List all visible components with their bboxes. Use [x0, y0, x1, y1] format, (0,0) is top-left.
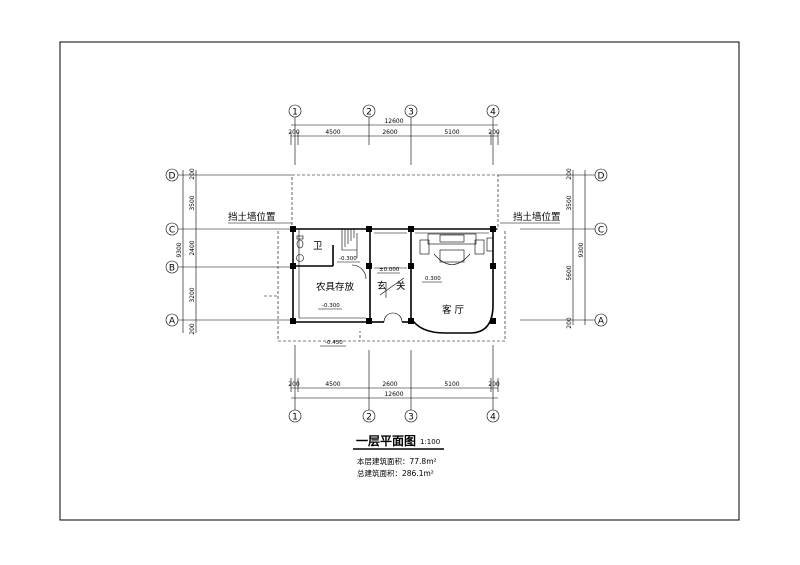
axis-label-1-bottom: 1: [292, 413, 298, 423]
dim-left-overall: 9300: [176, 242, 183, 257]
dim-left-seg-3: 2400: [189, 240, 196, 255]
room-label-living: 客 厅: [442, 304, 465, 316]
total-area-text: 总建筑面积：286.1m²: [357, 468, 434, 478]
dim-bottom-seg-4: 5100: [444, 381, 459, 388]
floor-area-text: 本层建筑面积：77.8m²: [357, 456, 437, 466]
dim-left-seg-1: 200: [189, 168, 196, 180]
retaining-wall-label-right: 挡土墙位置: [513, 211, 561, 223]
dim-bottom-seg-2: 4500: [325, 381, 340, 388]
dim-left-seg-5: 200: [189, 323, 196, 335]
bottom-dimensions: 200 4500 2600 5100 200 12600: [288, 378, 500, 399]
axis-label-C-left: C: [169, 226, 175, 236]
room-labels: 卫 农具存放 玄 关 客 厅: [313, 241, 465, 316]
dim-right-seg-3: 5600: [566, 265, 573, 280]
room-label-foyer-2: 关: [396, 280, 406, 292]
dim-left-seg-2: 3500: [189, 195, 196, 210]
dim-bottom-seg-3: 2600: [382, 381, 397, 388]
axis-label-D-right: D: [598, 172, 605, 182]
dim-right-seg-2: 3500: [566, 195, 573, 210]
drawing-title: 一层平面图 1:100 本层建筑面积：77.8m² 总建筑面积：286.1m²: [353, 434, 444, 478]
level-marks: -0.300 ±0.000 0.300 -0.300 -0.450: [318, 256, 442, 347]
drawing-scale: 1:100: [420, 438, 440, 446]
axis-label-B-left: B: [169, 264, 175, 274]
sheet-border: [59, 41, 740, 521]
dim-bottom-seg-1: 200: [288, 381, 300, 388]
dim-right-seg-1: 200: [566, 168, 573, 180]
axis-label-A-right: A: [598, 317, 605, 327]
axis-label-3-top: 3: [408, 108, 414, 118]
dim-right-overall: 9300: [578, 242, 585, 257]
column-axis-bubbles-bottom: 1 2 3 4: [288, 345, 500, 423]
dim-top-seg-3: 2600: [382, 129, 397, 136]
room-label-foyer-1: 玄: [377, 280, 387, 292]
right-dimensions: 9300 200 3500 5600 200: [566, 168, 586, 329]
retaining-wall-markers: 挡土墙位置 挡土墙位置: [228, 211, 561, 224]
row-axis-bubbles-right: D C A: [498, 168, 608, 327]
axis-label-4-bottom: 4: [490, 413, 496, 423]
dim-top-seg-1: 200: [288, 129, 300, 136]
row-axis-bubbles-left: D C B A: [165, 168, 292, 327]
dim-top-seg-2: 4500: [325, 129, 340, 136]
dim-bottom-overall: 12600: [384, 391, 403, 398]
room-label-storage: 农具存放: [316, 281, 355, 293]
dashed-outlines: [264, 174, 506, 342]
level-exterior: -0.450: [325, 340, 343, 346]
drawing-title-text: 一层平面图: [356, 434, 416, 448]
level-storage: -0.300: [322, 303, 340, 309]
level-foyer: ±0.000: [379, 267, 400, 273]
dim-bottom-seg-5: 200: [488, 381, 500, 388]
axis-label-C-right: C: [598, 226, 604, 236]
dim-left-seg-4: 3200: [189, 287, 196, 302]
axis-label-4-top: 4: [490, 108, 496, 118]
top-dimensions: 12600 200 4500 2600 5100 200: [288, 118, 500, 145]
axis-label-1-top: 1: [292, 108, 298, 118]
level-living: 0.300: [425, 276, 441, 282]
left-dimensions: 9300 200 3500 2400 3200 200: [176, 168, 197, 335]
dim-top-overall: 12600: [384, 118, 403, 125]
room-label-wc: 卫: [313, 241, 323, 252]
axis-label-3-bottom: 3: [408, 413, 414, 423]
axis-label-2-top: 2: [366, 108, 372, 118]
dim-top-seg-5: 200: [488, 129, 500, 136]
dim-top-seg-4: 5100: [444, 129, 459, 136]
floor-plan-walls: [292, 228, 497, 334]
axis-label-2-bottom: 2: [366, 413, 372, 423]
axis-label-D-left: D: [169, 172, 176, 182]
retaining-wall-label-left: 挡土墙位置: [228, 211, 276, 223]
toilet-icon: [296, 235, 304, 262]
structural-columns: [290, 226, 496, 324]
level-wc: -0.300: [339, 256, 357, 262]
sofa-set-icon: [419, 233, 494, 265]
axis-label-A-left: A: [169, 317, 176, 327]
dim-right-seg-4: 200: [566, 317, 573, 329]
